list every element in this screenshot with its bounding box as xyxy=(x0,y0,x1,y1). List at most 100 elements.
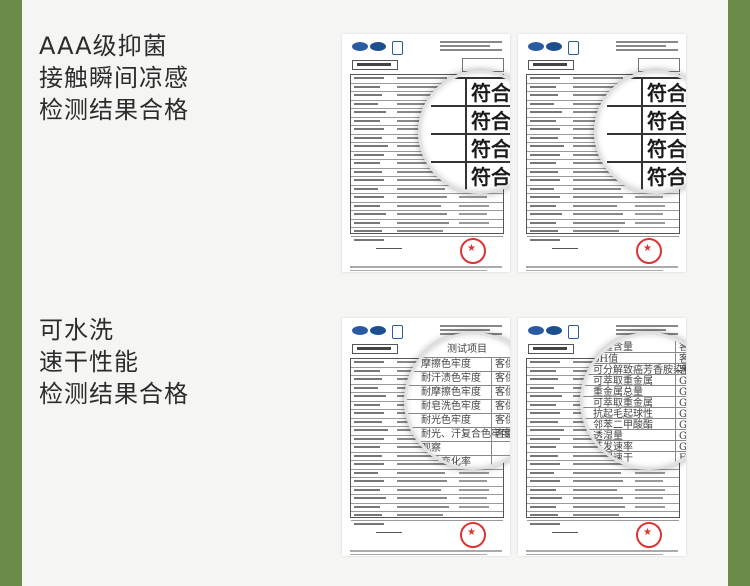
red-seal-icon xyxy=(460,522,486,548)
zoom-row: 甲醛含量客供标准值 xyxy=(583,341,686,355)
test-standard: 客供标准值 xyxy=(491,414,510,427)
report-title-box xyxy=(352,60,398,70)
verdict-cell: 符合 xyxy=(607,161,686,191)
test-standard: GB/T 21051-2007 xyxy=(675,419,686,432)
test-standard: 客供标准值 xyxy=(491,358,510,371)
zoom-row: 耐光色牢度 客供标准值 xyxy=(407,413,510,428)
test-item: 吸湿速干 xyxy=(593,453,633,464)
caption-antibacterial-cooling: AAA级抑菌 接触瞬间凉感 检测结果合格 xyxy=(39,30,189,126)
zoom-row: pH值 客供标准值 xyxy=(583,352,686,367)
zoom-row: 耐光、汗复合色牢度客供标准值 xyxy=(407,427,510,442)
zoom-row: 透湿量GB/T 21655.1-2008 xyxy=(583,429,686,444)
test-standard: 客供标准值 xyxy=(491,400,510,413)
test-item: 可萃取重金属 xyxy=(593,398,653,409)
verdict-cell: 符合 xyxy=(607,105,686,135)
zoom-row: 尺寸变化率 xyxy=(407,455,510,467)
test-standard xyxy=(491,442,495,455)
magnifier-chemical: 甲醛含量客供标准值 pH值客供标准值 可分解致癌芳香胺染料客供标准值 可萃取重金… xyxy=(580,332,686,470)
test-item: 甲醛含量 xyxy=(593,342,633,353)
test-standard: GB/T 18885-2020 xyxy=(675,375,686,388)
zoom-row: 耐汗渍色牢度客供标准值 xyxy=(407,371,510,386)
verdict-cell: 符合 xyxy=(431,77,510,107)
test-item: pH值 xyxy=(593,354,619,365)
test-item: 透湿量 xyxy=(593,431,623,442)
zoom-header-row: 测试项目 xyxy=(407,343,510,357)
test-item: 耐汗渍色牢度 xyxy=(421,373,481,384)
magnifier-colorfastness: 测试项目 摩擦色牢度客供标准值 耐汗渍色牢度客供标准值 耐摩擦色牢度客供标准值 … xyxy=(404,332,510,470)
test-report-image: 符合 符合 符合 符合 xyxy=(342,34,510,272)
cnas-logo-icon xyxy=(546,42,562,51)
test-standard: 客供标准值 xyxy=(675,364,686,377)
test-standard: GB/T 18885-2020 xyxy=(675,397,686,410)
caption-washable-quickdry: 可水洗 速干性能 检测结果合格 xyxy=(39,314,189,410)
test-item: 可萃取重金属 xyxy=(593,376,653,387)
red-seal-icon xyxy=(636,522,662,548)
test-report-image: 符合 符合 符合 符合 xyxy=(518,34,686,272)
zoom-row: 耐摩擦色牢度客供标准值 xyxy=(407,385,510,400)
test-item: 摩擦色牢度 xyxy=(421,359,471,370)
cma-logo-icon xyxy=(392,325,403,339)
content-panel: AAA级抑菌 接触瞬间凉感 检测结果合格 可水洗 速干性能 检测结果合格 xyxy=(22,0,728,586)
caption-line: 速干性能 xyxy=(39,348,139,376)
signature xyxy=(552,242,578,249)
cnas-logo-icon xyxy=(370,326,386,335)
signature xyxy=(376,526,402,533)
test-item: 耐光、汗复合色牢度 xyxy=(421,429,510,440)
footer-notes xyxy=(526,550,678,556)
zoom-row: 耐皂洗色牢度客供标准值 xyxy=(407,399,510,414)
verdict-cell: 符合 xyxy=(431,161,510,191)
verdict-cell: 符合 xyxy=(607,77,686,107)
ilac-logo-icon xyxy=(352,326,368,335)
zoom-row: 观察 xyxy=(407,441,510,456)
zoom-row: 可萃取重金属 GB/T 18885-2020 xyxy=(583,396,686,411)
test-standard: FZ/T 01071-2008 xyxy=(675,452,686,465)
test-standard: 客供标准值 xyxy=(675,353,686,366)
report-header xyxy=(524,40,680,56)
verdict-cell: 符合 xyxy=(431,105,510,135)
test-item: 耐光色牢度 xyxy=(421,415,471,426)
test-standard: 客供标准值 xyxy=(491,428,510,441)
ilac-logo-icon xyxy=(528,326,544,335)
ilac-logo-icon xyxy=(352,42,368,51)
magnifier-verdict: 符合 符合 符合 符合 xyxy=(594,70,686,194)
test-item: 邻苯二甲酸酯 xyxy=(593,420,653,431)
zoom-row: 蒸发速率GB/T 21655.1-2008 xyxy=(583,440,686,455)
signature xyxy=(552,526,578,533)
caption-line: 可水洗 xyxy=(39,316,114,344)
test-item: 观察 xyxy=(421,443,441,454)
magnifier-verdict: 符合 符合 符合 符合 xyxy=(418,70,510,194)
red-seal-icon xyxy=(636,238,662,264)
test-item: 抗起毛起球性 xyxy=(593,409,653,420)
test-item: 耐摩擦色牢度 xyxy=(421,387,481,398)
caption-line: AAA级抑菌 xyxy=(39,32,168,60)
cnas-logo-icon xyxy=(370,42,386,51)
test-item: 蒸发速率 xyxy=(593,442,633,453)
cnas-logo-icon xyxy=(546,326,562,335)
verdict-cell: 符合 xyxy=(607,133,686,163)
zoom-row: 可分解致癌芳香胺染料客供标准值 xyxy=(583,363,686,378)
zoom-row: 邻苯二甲酸酯 GB/T 21051-2007 xyxy=(583,418,686,433)
test-standard xyxy=(491,456,495,467)
test-item: 可分解致癌芳香胺染料 xyxy=(593,365,686,376)
test-item: 重金属总量 xyxy=(593,387,643,398)
report-title-box xyxy=(352,344,398,354)
zoom-row: 吸湿速干 FZ/T 01071-2008 xyxy=(583,451,686,466)
lab-name-lines xyxy=(440,41,502,53)
cma-logo-icon xyxy=(568,41,579,55)
footer-notes xyxy=(526,266,678,272)
test-item: 耐皂洗色牢度 xyxy=(421,401,481,412)
footer-notes xyxy=(350,550,502,556)
test-standard: 客供标准值 xyxy=(491,372,510,385)
caption-line: 接触瞬间凉感 xyxy=(39,64,189,92)
report-title-box xyxy=(528,344,574,354)
zoom-row: 重金属总量 GB/T 18885-2020 xyxy=(583,385,686,400)
signature xyxy=(376,242,402,249)
report-header xyxy=(348,40,504,56)
report-title-box xyxy=(528,60,574,70)
zoom-row: 摩擦色牢度 客供标准值 xyxy=(407,357,510,372)
footer-notes xyxy=(350,266,502,272)
cma-logo-icon xyxy=(392,41,403,55)
ilac-logo-icon xyxy=(528,42,544,51)
test-standard: GB/T 18885-2020 xyxy=(675,386,686,399)
